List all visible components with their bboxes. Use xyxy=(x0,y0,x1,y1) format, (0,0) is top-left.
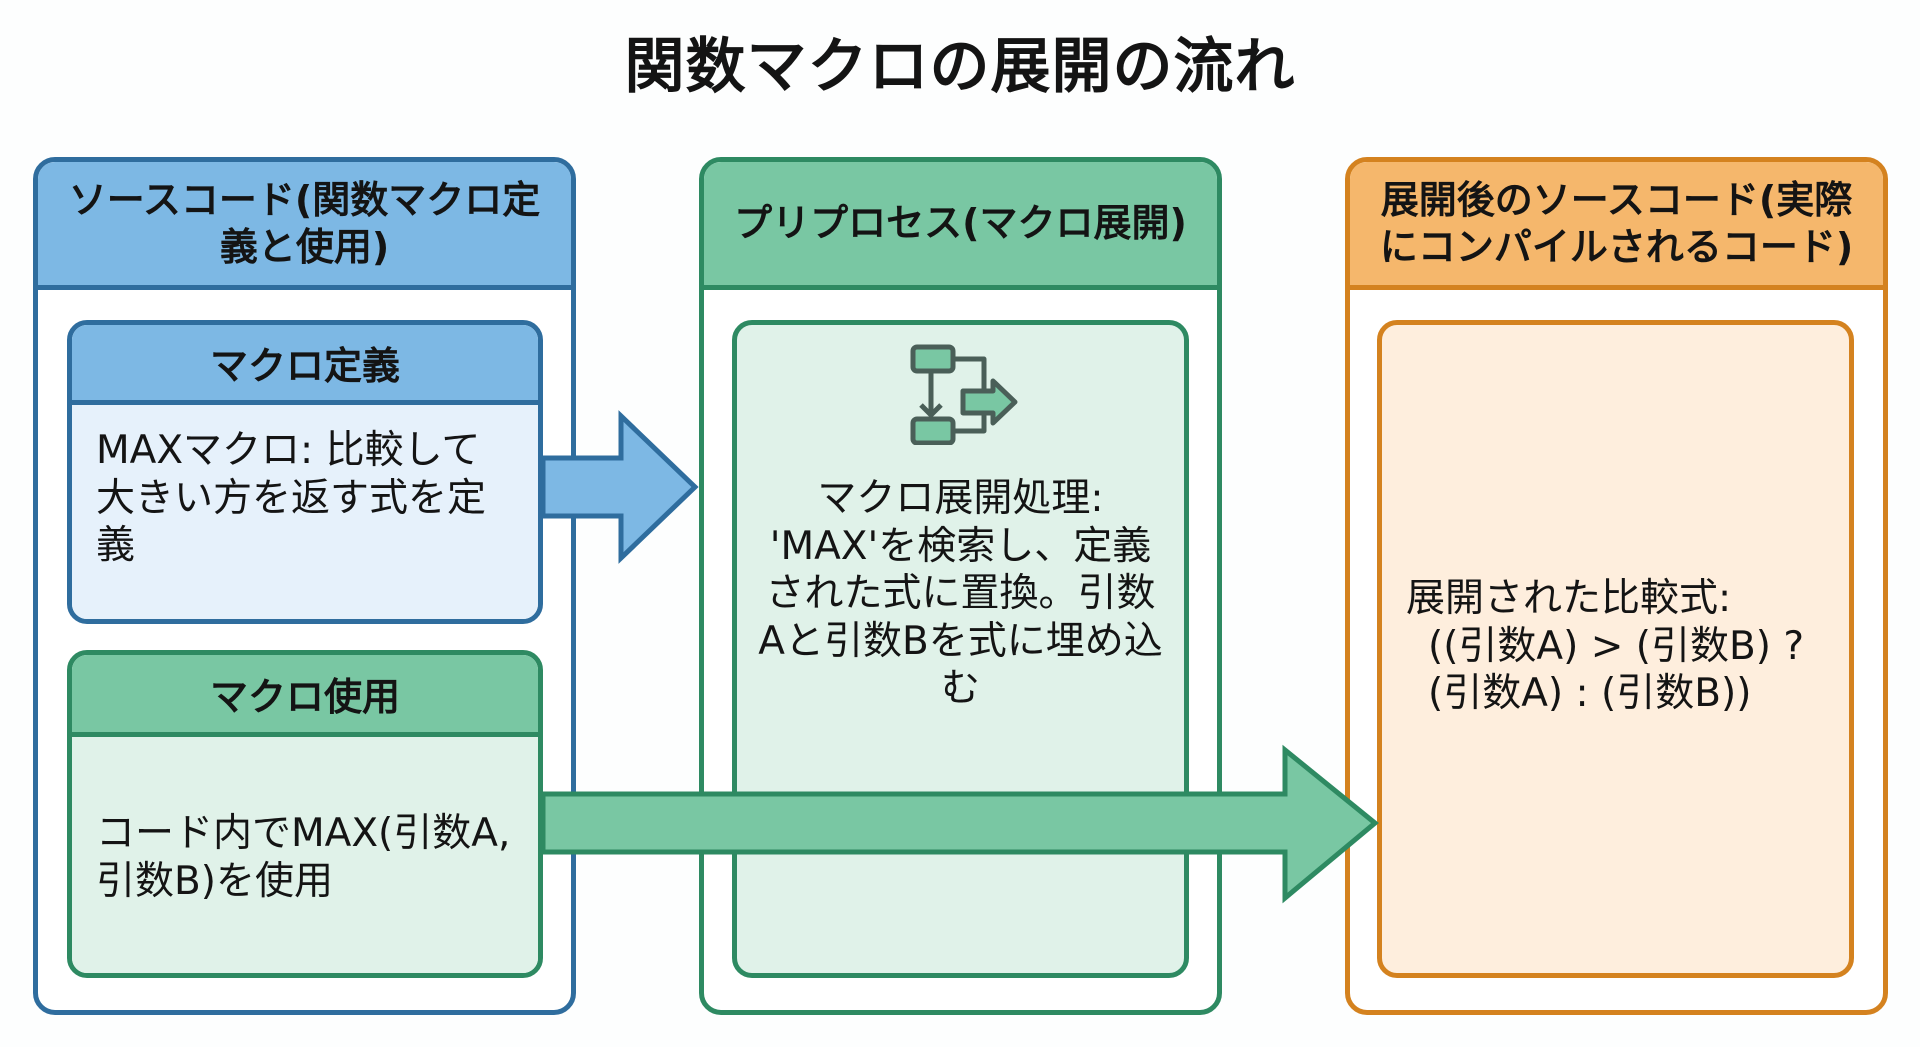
expanded-source-header: 展開後のソースコード(実際にコンパイルされるコード) xyxy=(1350,162,1883,290)
expanded-expression-text: 展開された比較式: ((引数A) > (引数B) ? (引数A) : (引数B)… xyxy=(1406,575,1804,718)
expanded-expression-box: 展開された比較式: ((引数A) > (引数B) ? (引数A) : (引数B)… xyxy=(1377,320,1854,978)
macro-usage-header: マクロ使用 xyxy=(72,655,538,737)
macro-expansion-text: マクロ展開処理: 'MAX'を検索し、定義された式に置換。引数Aと引数Bを式に埋… xyxy=(758,476,1163,712)
expanded-expression-line1: ((引数A) > (引数B) ? xyxy=(1428,623,1805,669)
source-code-header: ソースコード(関数マクロ定義と使用) xyxy=(38,162,571,290)
diagram-title: 関数マクロの展開の流れ xyxy=(624,32,1296,102)
macro-expansion-box: マクロ展開処理: 'MAX'を検索し、定義された式に置換。引数Aと引数Bを式に埋… xyxy=(732,320,1189,978)
macro-definition-header: マクロ定義 xyxy=(72,325,538,405)
macro-usage-text: コード内でMAX(引数A, 引数B)を使用 xyxy=(96,810,511,904)
expanded-expression-line2: (引数A) : (引数B)) xyxy=(1428,671,1752,717)
flowchart-icon xyxy=(910,344,1018,445)
macro-usage-box: マクロ使用 コード内でMAX(引数A, 引数B)を使用 xyxy=(67,650,543,978)
macro-definition-body: MAXマクロ: 比較して大きい方を返す式を定義 xyxy=(72,405,538,619)
macro-usage-body: コード内でMAX(引数A, 引数B)を使用 xyxy=(72,737,538,973)
preprocess-header: プリプロセス(マクロ展開) xyxy=(704,162,1217,290)
expanded-expression-label: 展開された比較式: xyxy=(1406,576,1732,621)
macro-definition-box: マクロ定義 MAXマクロ: 比較して大きい方を返す式を定義 xyxy=(67,320,543,624)
